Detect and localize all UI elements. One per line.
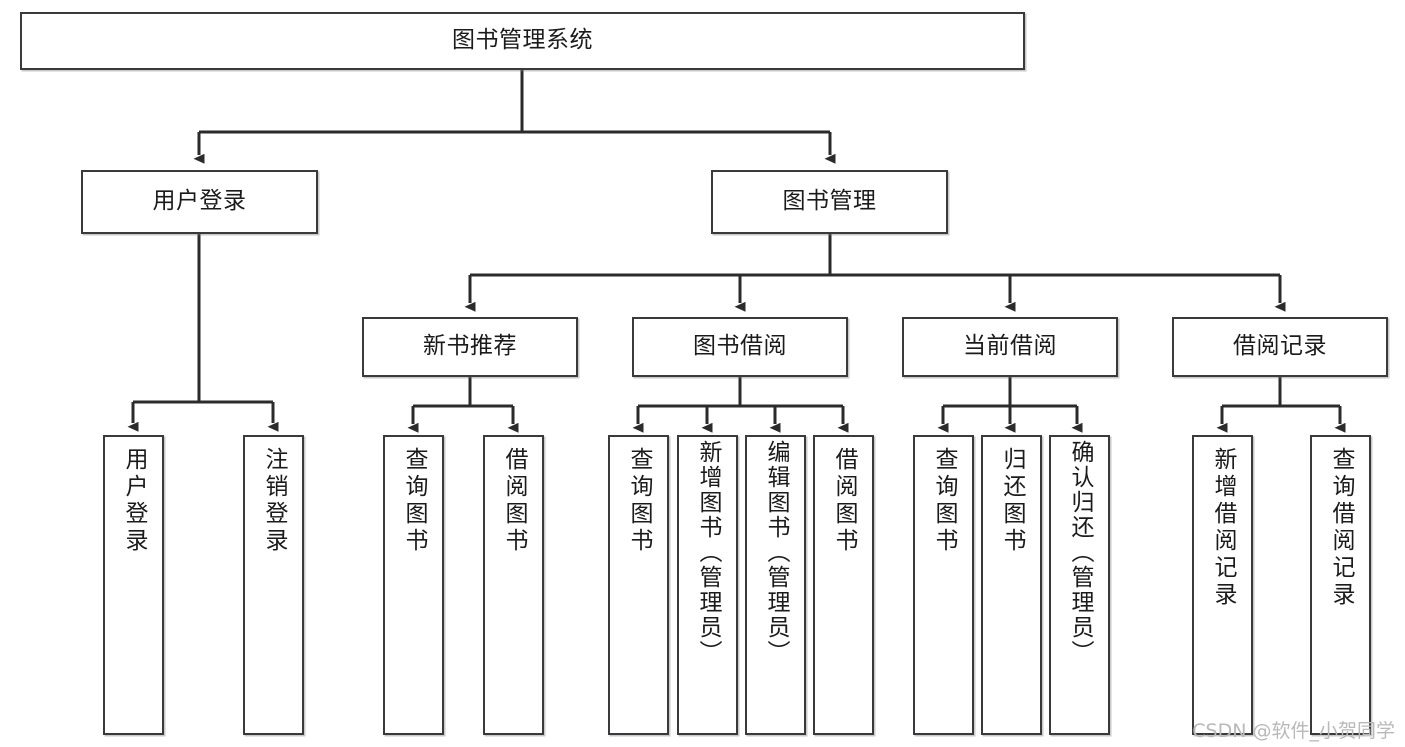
node-new-book-recommend[interactable]: 新书推荐 (362, 317, 578, 377)
leaf-borrow-book[interactable]: 借阅图书 (813, 435, 874, 735)
leaf-add-borrow-record[interactable]: 新增借阅记录 (1192, 435, 1253, 735)
node-label: 新增图书（管理员） (695, 440, 721, 665)
node-label: 用户登录 (152, 188, 247, 215)
leaf-confirm-return-admin[interactable]: 确认归还（管理员） (1049, 435, 1110, 735)
node-label: 当前借阅 (963, 333, 1057, 360)
node-label: 归还图书 (999, 447, 1025, 555)
node-label: 查询图书 (626, 447, 652, 555)
node-label: 借阅图书 (501, 447, 527, 555)
node-label: 借阅图书 (831, 447, 857, 555)
node-root-system[interactable]: 图书管理系统 (20, 12, 1025, 70)
node-book-borrow[interactable]: 图书借阅 (632, 317, 848, 377)
node-label: 用户登录 (121, 447, 147, 555)
node-book-management[interactable]: 图书管理 (711, 170, 948, 234)
leaf-query-book-borrow[interactable]: 查询图书 (608, 435, 669, 735)
node-borrow-records[interactable]: 借阅记录 (1172, 317, 1388, 377)
node-label: 查询借阅记录 (1328, 447, 1354, 609)
node-label: 查询图书 (931, 447, 957, 555)
leaf-return-book[interactable]: 归还图书 (981, 435, 1042, 735)
leaf-add-book-admin[interactable]: 新增图书（管理员） (677, 435, 738, 735)
node-label: 确认归还（管理员） (1067, 440, 1093, 665)
leaf-edit-book-admin[interactable]: 编辑图书（管理员） (745, 435, 806, 735)
node-label: 图书管理 (782, 188, 877, 215)
leaf-query-borrow-record[interactable]: 查询借阅记录 (1310, 435, 1371, 735)
node-current-borrow[interactable]: 当前借阅 (902, 317, 1118, 377)
node-user-login[interactable]: 用户登录 (81, 170, 318, 234)
node-label: 借阅记录 (1233, 333, 1327, 360)
node-label: 注销登录 (261, 447, 287, 555)
node-label: 图书借阅 (693, 333, 787, 360)
node-label: 新增借阅记录 (1210, 447, 1236, 609)
leaf-query-book-current[interactable]: 查询图书 (913, 435, 974, 735)
leaf-query-book-recommend[interactable]: 查询图书 (383, 435, 444, 735)
watermark-text: CSDN @软件_小贺同学 (1192, 720, 1395, 742)
leaf-user-login[interactable]: 用户登录 (103, 435, 164, 735)
node-label: 图书管理系统 (452, 27, 593, 54)
leaf-logout[interactable]: 注销登录 (243, 435, 304, 735)
leaf-borrow-book-recommend[interactable]: 借阅图书 (483, 435, 544, 735)
node-label: 编辑图书（管理员） (763, 440, 789, 665)
node-label: 新书推荐 (423, 333, 517, 360)
node-label: 查询图书 (401, 447, 427, 555)
